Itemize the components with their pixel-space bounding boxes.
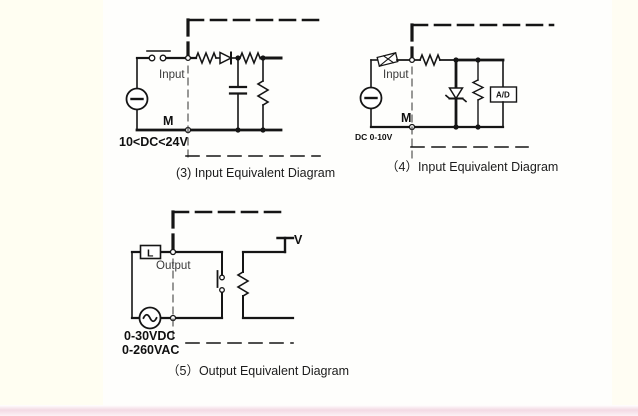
diagram3-caption: (3) Input Equivalent Diagram [176, 166, 335, 180]
resistor-icon [471, 59, 485, 128]
m-label: M [401, 111, 411, 125]
page-left-margin [0, 0, 103, 416]
m-label: M [163, 114, 173, 128]
resistor-icon [236, 251, 250, 319]
junction-dot [235, 127, 241, 133]
voltage-range-label-dc: 0-30VDC [124, 329, 175, 343]
page-right-margin [612, 0, 638, 416]
ad-converter-box: A/D [489, 59, 518, 128]
switch-icon [146, 50, 171, 62]
input-terminal-node [184, 54, 192, 62]
fuse-icon [376, 52, 399, 67]
output-equivalent-diagram-5: L [122, 210, 349, 378]
dc-source-icon [125, 87, 149, 111]
page-bottom-pink-bar [0, 405, 638, 416]
input-label: Input [159, 69, 185, 81]
capacitor-icon [228, 57, 248, 131]
resistor-icon [418, 52, 442, 68]
resistor-icon [238, 50, 262, 66]
voltage-range-label-ac: 0-260VAC [122, 343, 179, 357]
input-equivalent-diagram-4: A/D Input M DC 0-10V （4）Input Equivalent… [355, 23, 558, 174]
ac-source-icon [138, 306, 162, 330]
output-label: Output [156, 260, 191, 272]
inductive-load-box: L [139, 244, 162, 260]
diagram5-caption: （5）Output Equivalent Diagram [167, 364, 349, 378]
output-terminal-node [169, 248, 177, 256]
diagram4-caption: （4）Input Equivalent Diagram [386, 160, 558, 174]
voltage-range-label: 10<DC<24V [119, 135, 188, 149]
junction-dot [475, 124, 481, 130]
diode-icon [219, 51, 233, 65]
relay-contact-icon [216, 251, 225, 319]
dc-source-icon [359, 86, 383, 110]
input-terminal-node [408, 56, 416, 64]
ad-label: A/D [496, 91, 510, 100]
junction-dot [260, 127, 266, 133]
input-equivalent-diagram-3: Input M 10<DC<24V (3) Input Equivalent D… [119, 18, 335, 180]
v-label: V [294, 233, 303, 247]
resistor-icon [194, 50, 218, 66]
load-label: L [147, 248, 154, 260]
input-label: Input [383, 69, 409, 81]
junction-dot [453, 124, 459, 130]
resistor-icon [256, 57, 270, 131]
voltage-terminal-icon [276, 236, 295, 254]
zener-diode-icon [444, 58, 468, 129]
voltage-range-label: DC 0-10V [355, 132, 393, 142]
